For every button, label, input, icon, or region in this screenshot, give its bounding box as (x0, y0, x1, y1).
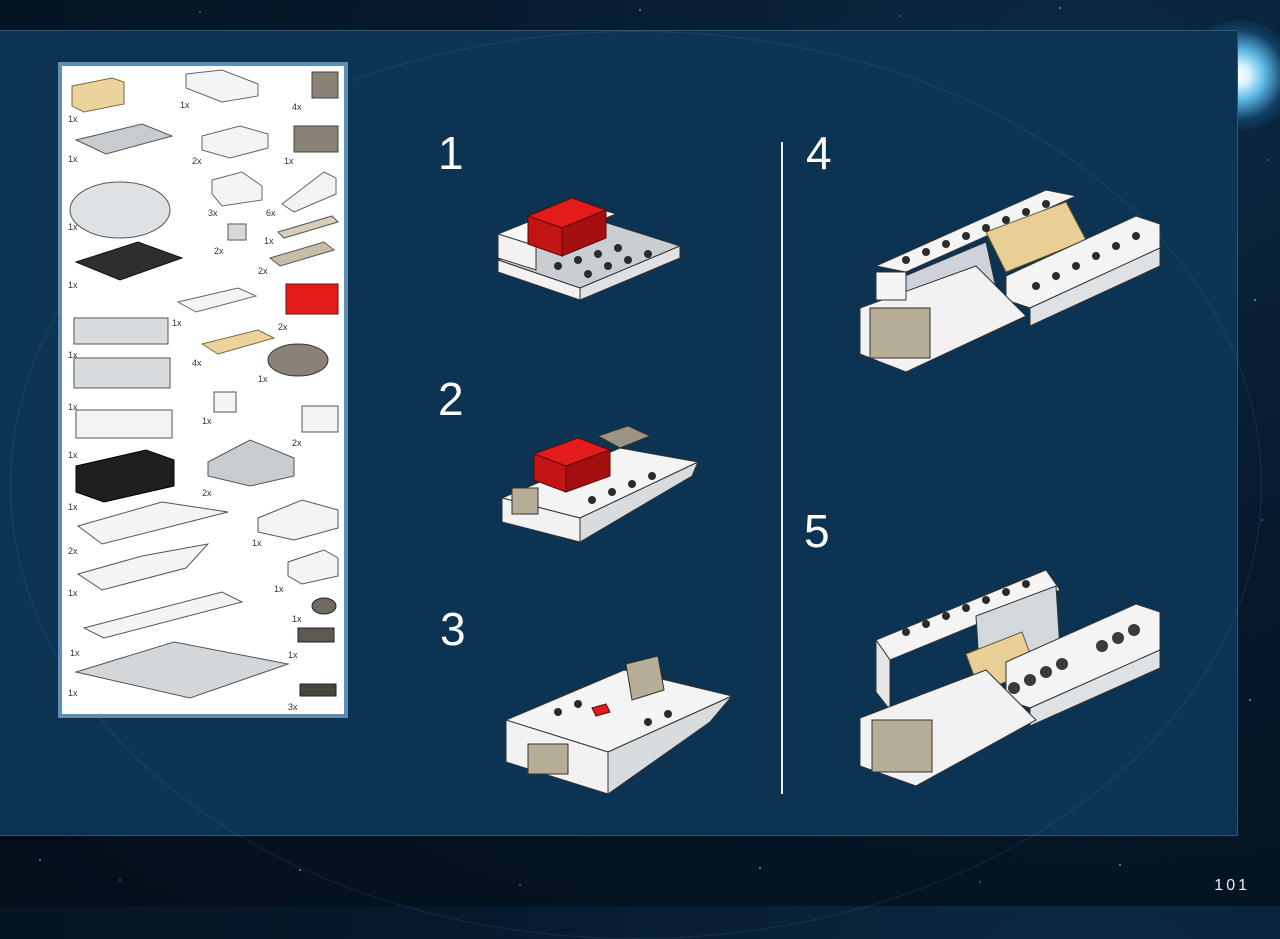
step-2-model (500, 425, 700, 543)
part-tan-plate (200, 329, 276, 355)
part-qty: 4x (292, 102, 302, 112)
step-number: 5 (804, 505, 830, 557)
part-technic-beam (73, 317, 169, 345)
part-qty: 1x (68, 350, 78, 360)
part-qty: 1x (68, 154, 78, 164)
step-divider (781, 142, 783, 794)
part-qty: 1x (68, 588, 78, 598)
part-qty: 1x (258, 374, 268, 384)
part-small-clip (227, 223, 247, 241)
starfield-background (39, 7, 1269, 886)
step-4-model (859, 189, 1161, 373)
part-qty: 1x (68, 114, 78, 124)
part-qty: 1x (68, 222, 78, 232)
part-qty: 1x (288, 650, 298, 660)
part-qty: 1x (202, 416, 212, 426)
part-white-plate-long (176, 287, 258, 313)
part-tile-dark (268, 241, 336, 267)
page-number: 101 (1214, 877, 1250, 894)
part-qty: 1x (68, 280, 78, 290)
part-qty: 4x (192, 358, 202, 368)
part-round-tile (311, 597, 337, 615)
step-number: 4 (806, 127, 832, 179)
part-qty: 1x (68, 688, 78, 698)
part-white-wedge (281, 171, 337, 213)
part-tan-brick (71, 77, 125, 113)
part-small-knob (213, 391, 237, 413)
step-3-model (504, 655, 734, 795)
part-qty: 1x (292, 614, 302, 624)
parts-list-box: 1x 1x 4x 1x 2x 1x 1x 3x 6x 1x 2x 1x 2x 1… (58, 62, 348, 718)
part-white-slope-small (211, 171, 263, 207)
part-technic-brick (293, 125, 339, 153)
part-qty: 1x (264, 236, 274, 246)
part-qty: 1x (68, 450, 78, 460)
part-qty: 2x (278, 322, 288, 332)
part-technic-brick-long (73, 357, 171, 389)
part-qty: 1x (180, 100, 190, 110)
part-white-brick-small (301, 405, 339, 433)
part-qty: 1x (252, 538, 262, 548)
part-white-slope (185, 69, 259, 103)
part-qty: 3x (288, 702, 298, 712)
step-5-model (859, 569, 1161, 787)
part-grey-plate-xl (74, 641, 290, 699)
part-black-brick (75, 449, 175, 503)
part-qty: 3x (208, 208, 218, 218)
part-round-plate-dark (267, 343, 329, 377)
part-grille-tile (297, 627, 335, 643)
part-qty: 6x (266, 208, 276, 218)
part-qty: 2x (214, 246, 224, 256)
part-white-plate (201, 125, 269, 159)
part-tile-long (277, 215, 339, 239)
part-round-dish (69, 181, 171, 239)
part-qty: 2x (258, 266, 268, 276)
part-qty: 2x (202, 488, 212, 498)
part-qty: 2x (192, 156, 202, 166)
part-grey-plate (74, 123, 174, 155)
part-qty: 1x (172, 318, 182, 328)
parts-list-drawing: 1x 1x 4x 1x 2x 1x 1x 3x 6x 1x 2x 1x 2x 1… (68, 69, 339, 712)
part-white-wing-plate (76, 501, 229, 545)
part-red-brick (285, 283, 339, 315)
part-qty: 1x (70, 648, 80, 658)
part-dark-plate (74, 241, 184, 281)
step-number: 2 (438, 373, 464, 425)
part-qty: 2x (68, 546, 78, 556)
part-grille-tile-dark (299, 683, 337, 697)
part-white-plate-xl (82, 591, 244, 639)
part-qty: 1x (284, 156, 294, 166)
part-white-wing-plate-2 (76, 543, 210, 591)
part-qty: 1x (68, 502, 78, 512)
part-white-slope-wide (257, 499, 339, 541)
part-white-brick-long (75, 409, 173, 439)
part-qty: 1x (68, 402, 78, 412)
part-grey-slope-large (207, 439, 295, 487)
step-number: 3 (440, 603, 466, 655)
step-1-model (496, 197, 682, 301)
step-number: 1 (438, 127, 464, 179)
part-white-slope-cheese (287, 549, 339, 585)
part-dark-brick (311, 71, 339, 99)
part-qty: 2x (292, 438, 302, 448)
part-qty: 1x (274, 584, 284, 594)
